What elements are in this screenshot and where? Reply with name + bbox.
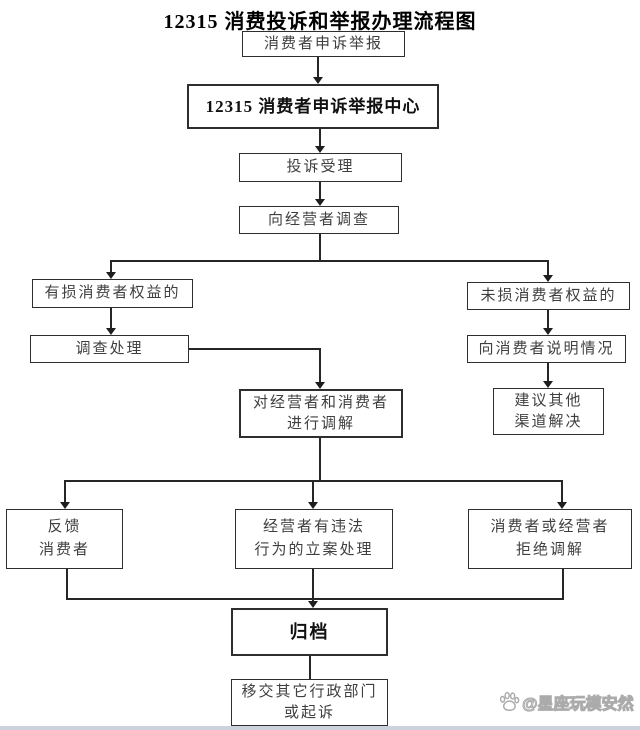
node-mediation: 对经营者和消费者 进行调解 bbox=[239, 389, 403, 438]
node-rights-not-harmed: 未损消费者权益的 bbox=[467, 282, 630, 310]
node-explain-to-consumer: 向消费者说明情况 bbox=[467, 335, 626, 363]
edge-acceptance-investigate bbox=[319, 182, 321, 199]
page-title: 12315 消费投诉和举报办理流程图 bbox=[163, 11, 477, 33]
edge-mediation-split bbox=[319, 438, 321, 481]
edge-split-feedback bbox=[64, 480, 66, 502]
arrowhead-icon bbox=[543, 381, 553, 388]
edge-not-harmed-explain bbox=[547, 310, 549, 328]
edge-split-harmed bbox=[110, 260, 112, 272]
arrowhead-icon bbox=[315, 199, 325, 206]
join-line bbox=[66, 598, 564, 600]
node-rights-harmed: 有损消费者权益的 bbox=[32, 279, 193, 308]
edge-explain-suggest bbox=[547, 363, 549, 381]
edge-split-refuse bbox=[561, 480, 563, 502]
edge-appeal-center bbox=[317, 57, 319, 77]
edge-feedback-join bbox=[66, 569, 68, 600]
node-suggest-other-channels: 建议其他 渠道解决 bbox=[493, 388, 604, 435]
arrowhead-icon bbox=[106, 272, 116, 279]
edge-refuse-join bbox=[562, 569, 564, 600]
node-complaint-acceptance: 投诉受理 bbox=[239, 153, 402, 182]
watermark-handle: @星座玩模安然 bbox=[522, 696, 635, 714]
watermark: @星座玩模安然 bbox=[498, 686, 640, 718]
baidu-paw-icon bbox=[499, 691, 520, 711]
edge-split-not-harmed bbox=[547, 260, 549, 275]
bottom-edge-strip bbox=[0, 726, 640, 730]
arrowhead-icon bbox=[315, 146, 325, 153]
arrowhead-icon bbox=[60, 502, 70, 509]
node-refuse-mediation: 消费者或经营者 拒绝调解 bbox=[468, 509, 632, 569]
node-archive: 归档 bbox=[231, 608, 388, 656]
arrowhead-icon bbox=[308, 601, 318, 608]
node-12315-center: 12315 消费者申诉举报中心 bbox=[187, 84, 439, 129]
node-investigation-handling: 调查处理 bbox=[30, 335, 189, 363]
edge-join-archive bbox=[312, 569, 314, 601]
edge-handling-mediation-h bbox=[189, 348, 321, 350]
edge-harmed-handling bbox=[110, 308, 112, 328]
arrowhead-icon bbox=[106, 328, 116, 335]
edge-center-acceptance bbox=[319, 129, 321, 146]
arrowhead-icon bbox=[543, 275, 553, 282]
node-transfer-or-sue: 移交其它行政部门 或起诉 bbox=[231, 679, 388, 726]
node-feedback-consumer: 反馈 消费者 bbox=[6, 509, 123, 569]
arrowhead-icon bbox=[557, 502, 567, 509]
arrowhead-icon bbox=[315, 382, 325, 389]
arrowhead-icon bbox=[313, 77, 323, 84]
edge-archive-transfer bbox=[309, 656, 311, 679]
node-illegal-case-filing: 经营者有违法 行为的立案处理 bbox=[235, 509, 393, 569]
edge-split-illegal bbox=[312, 480, 314, 502]
edge-investigate-split bbox=[319, 234, 321, 261]
node-consumer-appeal: 消费者申诉举报 bbox=[242, 31, 405, 57]
arrowhead-icon bbox=[543, 328, 553, 335]
split-line-1 bbox=[110, 260, 549, 262]
node-investigate-operator: 向经营者调查 bbox=[239, 206, 399, 234]
edge-handling-mediation-v bbox=[319, 348, 321, 382]
arrowhead-icon bbox=[308, 502, 318, 509]
